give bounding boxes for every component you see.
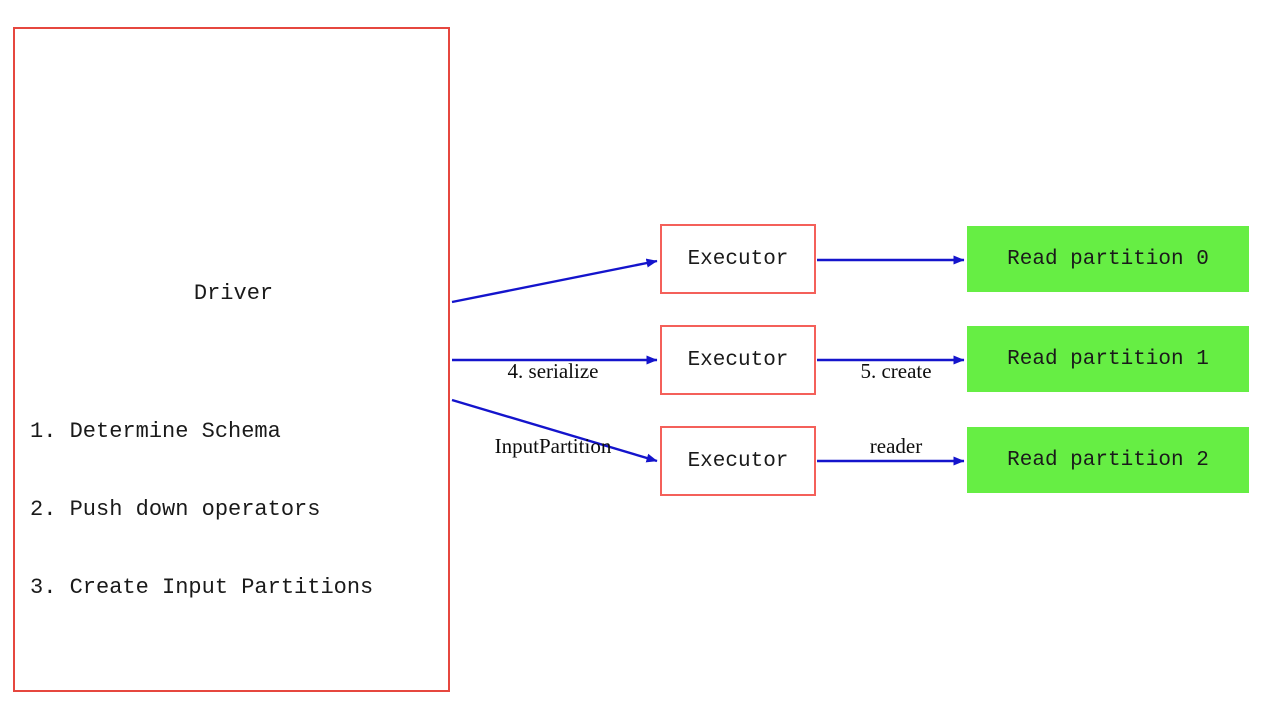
driver-steps-list: 1. Determine Schema 2. Push down operato… — [30, 367, 373, 653]
read-partition-box-1[interactable]: Read partition 1 — [967, 326, 1249, 392]
edge-label-serialize: 4. serialize InputPartition — [463, 309, 643, 509]
driver-step-3: 3. Create Input Partitions — [30, 575, 374, 600]
edge-label-create-reader-line-1: 5. create — [860, 359, 932, 383]
edge-label-create-reader: 5. create reader — [830, 309, 962, 509]
executor-box-1[interactable]: Executor — [660, 325, 816, 395]
edge-label-serialize-line-2: InputPartition — [494, 434, 612, 458]
arrow-driver-to-executor-0 — [451, 258, 658, 304]
read-partition-box-2[interactable]: Read partition 2 — [967, 427, 1249, 493]
executor-label-1: Executor — [687, 348, 789, 372]
edge-label-create-reader-line-2: reader — [869, 434, 923, 458]
driver-step-1: 1. Determine Schema — [30, 419, 281, 444]
read-partition-label-1: Read partition 1 — [1007, 347, 1209, 371]
driver-title: Driver — [193, 281, 274, 306]
read-partition-box-0[interactable]: Read partition 0 — [967, 226, 1249, 292]
executor-label-2: Executor — [687, 449, 789, 473]
driver-box[interactable]: Driver 1. Determine Schema 2. Push down … — [13, 27, 450, 692]
driver-step-2: 2. Push down operators — [30, 497, 321, 522]
executor-label-0: Executor — [687, 247, 789, 271]
read-partition-label-0: Read partition 0 — [1007, 247, 1209, 271]
edge-label-serialize-line-1: 4. serialize — [507, 359, 599, 383]
read-partition-label-2: Read partition 2 — [1007, 448, 1209, 472]
executor-box-2[interactable]: Executor — [660, 426, 816, 496]
executor-box-0[interactable]: Executor — [660, 224, 816, 294]
